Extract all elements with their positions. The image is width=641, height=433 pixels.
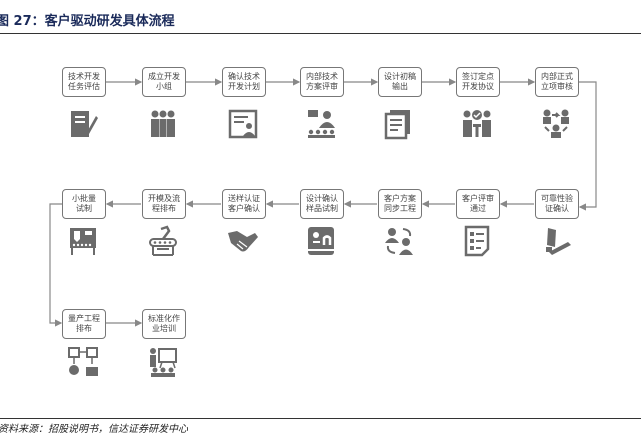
- process-step: 内部正式立项审核: [535, 67, 579, 97]
- agreement-icon: [463, 110, 491, 137]
- source-divider: [0, 418, 641, 419]
- id-card-icon: [308, 227, 334, 255]
- process-step: 技术开发任务评估: [62, 67, 106, 97]
- documents-icon: [384, 110, 410, 140]
- process-step: 客户方案同步工程: [378, 189, 422, 219]
- robot-arm-icon: [149, 225, 177, 256]
- process-step: 标准化作业培训: [142, 309, 186, 339]
- title-divider: [0, 33, 641, 34]
- process-step: 确认技术开发计划: [222, 67, 266, 97]
- figure-title: 图 27：客户驱动研发具体流程: [0, 14, 175, 29]
- process-step: 设计确认样品试制: [300, 189, 344, 219]
- presentation-icon: [308, 110, 335, 138]
- handshake-icon: [228, 231, 258, 252]
- approval-icon: [543, 109, 569, 138]
- process-step: 客户评审通过: [456, 189, 500, 219]
- training-icon: [150, 348, 177, 377]
- process-step: 送样认证客户确认: [222, 189, 266, 219]
- process-step: 签订定点开发协议: [456, 67, 500, 97]
- source-note: 资料来源：招股说明书，信达证券研发中心: [0, 424, 188, 433]
- process-step: 开模及流程排布: [142, 189, 186, 219]
- team-icon: [151, 110, 175, 137]
- document-edit-icon: [71, 111, 98, 137]
- exchange-users-icon: [385, 228, 413, 255]
- process-step: 小批量试制: [62, 189, 106, 219]
- process-step: 设计初稿输出: [378, 67, 422, 97]
- computer-icon: [546, 228, 571, 255]
- machine-icon: [70, 228, 96, 255]
- process-step: 可靠性验证确认: [535, 189, 579, 219]
- process-step: 量产工程排布: [62, 309, 106, 339]
- workflow-icon: [68, 347, 98, 376]
- process-step: 内部技术方案评审: [300, 67, 344, 97]
- resume-icon: [228, 109, 258, 139]
- process-step: 成立开发小组: [142, 67, 186, 97]
- checklist-icon: [464, 225, 490, 257]
